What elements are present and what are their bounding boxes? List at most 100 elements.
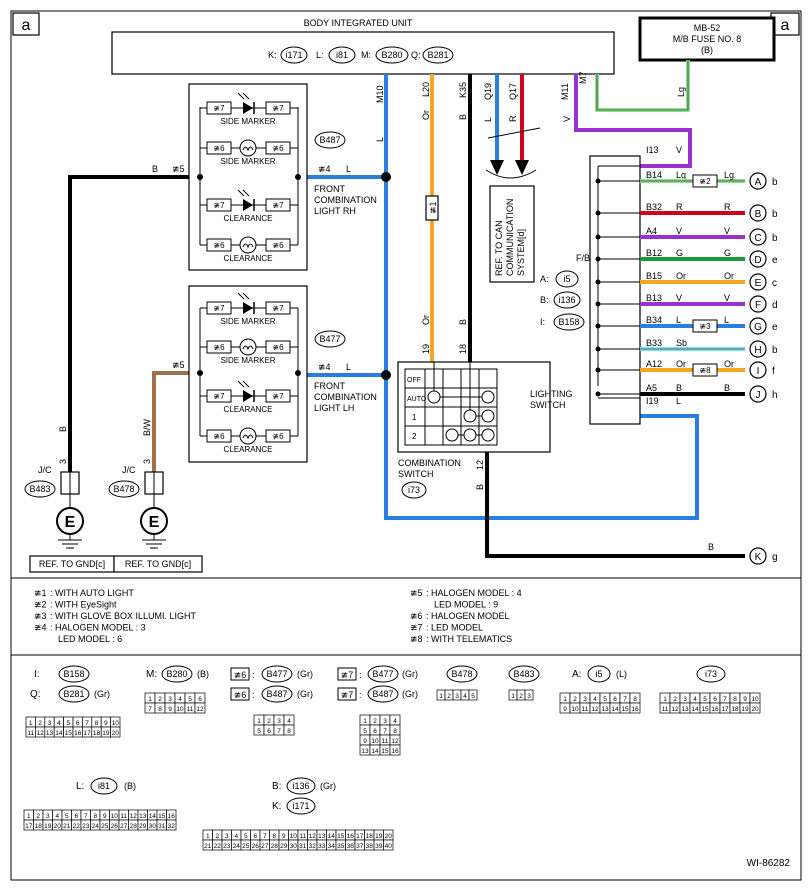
star-box (206, 340, 232, 354)
fb-b-conn: i136 (558, 295, 575, 305)
pin-number: 9 (103, 813, 107, 820)
fb-dot (595, 391, 601, 397)
colon: : (359, 690, 362, 700)
colon: : (359, 670, 362, 680)
pin-number: 15 (381, 748, 389, 755)
fuse-line2: M/B FUSE NO. 8 (673, 34, 742, 44)
ref-circle-h[interactable] (749, 340, 767, 358)
note-text: : WITH EyeSight (50, 600, 117, 610)
pin-number: 3 (683, 696, 687, 703)
star4-rh: ≇4 (318, 164, 331, 174)
star-box (206, 198, 232, 212)
fb-title: F/B (576, 253, 590, 263)
biu-q-conn: B281 (427, 50, 448, 60)
pin-cell (749, 702, 761, 714)
pin-number: 6 (76, 720, 80, 727)
conn-q-color: (Gr) (94, 689, 110, 699)
pin-18: 18 (458, 344, 468, 354)
pin-number: 7 (263, 833, 267, 840)
ref-circle-a[interactable] (749, 172, 767, 190)
led-ray (237, 92, 245, 100)
lh-conn-ellipse (314, 330, 346, 348)
fb-pin: B14 (646, 170, 662, 180)
pin-number: 11 (382, 738, 389, 745)
ref-dest: b (772, 177, 778, 188)
pin-m11: M11 (560, 83, 570, 100)
pin-number: 14 (371, 748, 379, 755)
ref-circle-j[interactable] (749, 385, 767, 403)
can-ref-box[interactable] (489, 185, 535, 283)
ref-gnd-button-2[interactable] (113, 555, 203, 573)
pin-number: 2 (573, 696, 577, 703)
page-letter-left: a (22, 17, 31, 34)
conn-s6a: ≇6 (234, 670, 247, 680)
pin-number: 20 (385, 833, 393, 840)
pin-number: 2 (36, 813, 40, 820)
ref-k-circle[interactable] (749, 547, 767, 565)
ref-circle-d[interactable] (749, 250, 767, 268)
fb-color2: V (724, 226, 730, 236)
pin-cell (389, 744, 401, 756)
pin-number: 7 (148, 706, 152, 713)
pin-number: 11 (582, 706, 589, 713)
ref-circle-f[interactable] (749, 295, 767, 313)
fb-color2: G (724, 248, 731, 258)
jc1-conn: B483 (29, 484, 50, 494)
ref-circle-e[interactable] (749, 273, 767, 291)
note-marker: ≇2 (34, 600, 47, 610)
pin-number: 3 (527, 693, 531, 700)
fb-dot (595, 256, 601, 262)
conn-ellipse (367, 685, 399, 703)
pin-number: 20 (751, 706, 759, 713)
led-icon (243, 390, 253, 402)
fb-color1: B (676, 383, 682, 393)
pin-number: 23 (82, 823, 90, 830)
pin-number: 25 (101, 823, 109, 830)
combo-conn: i73 (408, 485, 420, 495)
pin-number: 8 (393, 728, 397, 735)
pin-number: 1 (363, 718, 367, 725)
lh-conn: B477 (319, 334, 340, 344)
pin-number: 31 (299, 843, 307, 850)
bulb-filament (242, 146, 254, 152)
star-box (265, 238, 291, 252)
star-label: ≇6 (272, 432, 284, 441)
fb-pin: B33 (646, 338, 662, 348)
ref-circle-b[interactable] (749, 204, 767, 222)
conn-ellipse (161, 665, 193, 683)
pin-number: 19 (44, 823, 52, 830)
ref-circle-g[interactable] (749, 317, 767, 335)
conn-ellipse (367, 665, 399, 683)
pin-number: 5 (244, 833, 248, 840)
pin-number: 29 (280, 843, 288, 850)
lamp-label: SIDE MARKER (220, 117, 275, 126)
pin-number: 9 (743, 696, 747, 703)
fb-color1: V (676, 145, 682, 155)
wire-label-b-12: B (475, 484, 485, 490)
fb-color1: G (676, 248, 683, 258)
pin-number: 12 (309, 833, 317, 840)
pin-number: 3 (168, 696, 172, 703)
note-text: LED MODEL : 6 (58, 634, 122, 644)
pin-number: 3 (48, 720, 52, 727)
pin-number: 10 (111, 813, 119, 820)
biu-k-label: K: (268, 50, 277, 60)
junction-dot (381, 172, 391, 182)
pin-number: 32 (309, 843, 317, 850)
pin-number: 1 (511, 693, 515, 700)
ref-dest: b (772, 209, 778, 220)
ref-circle-i[interactable] (749, 361, 767, 379)
pin-number: 2 (373, 718, 377, 725)
bus-dot (295, 174, 301, 180)
pin-number: 6 (198, 696, 202, 703)
conn-a-name: i5 (595, 669, 602, 679)
pin-number: 16 (711, 706, 719, 713)
biu-l-conn: i81 (336, 50, 348, 60)
ref-circle-c[interactable] (749, 228, 767, 246)
pin-number: 35 (337, 843, 345, 850)
bulb-icon (239, 139, 257, 157)
pin-number: 10 (176, 706, 184, 713)
conn-ellipse (508, 665, 540, 683)
led-ray (242, 92, 250, 100)
led-ray (242, 189, 250, 197)
